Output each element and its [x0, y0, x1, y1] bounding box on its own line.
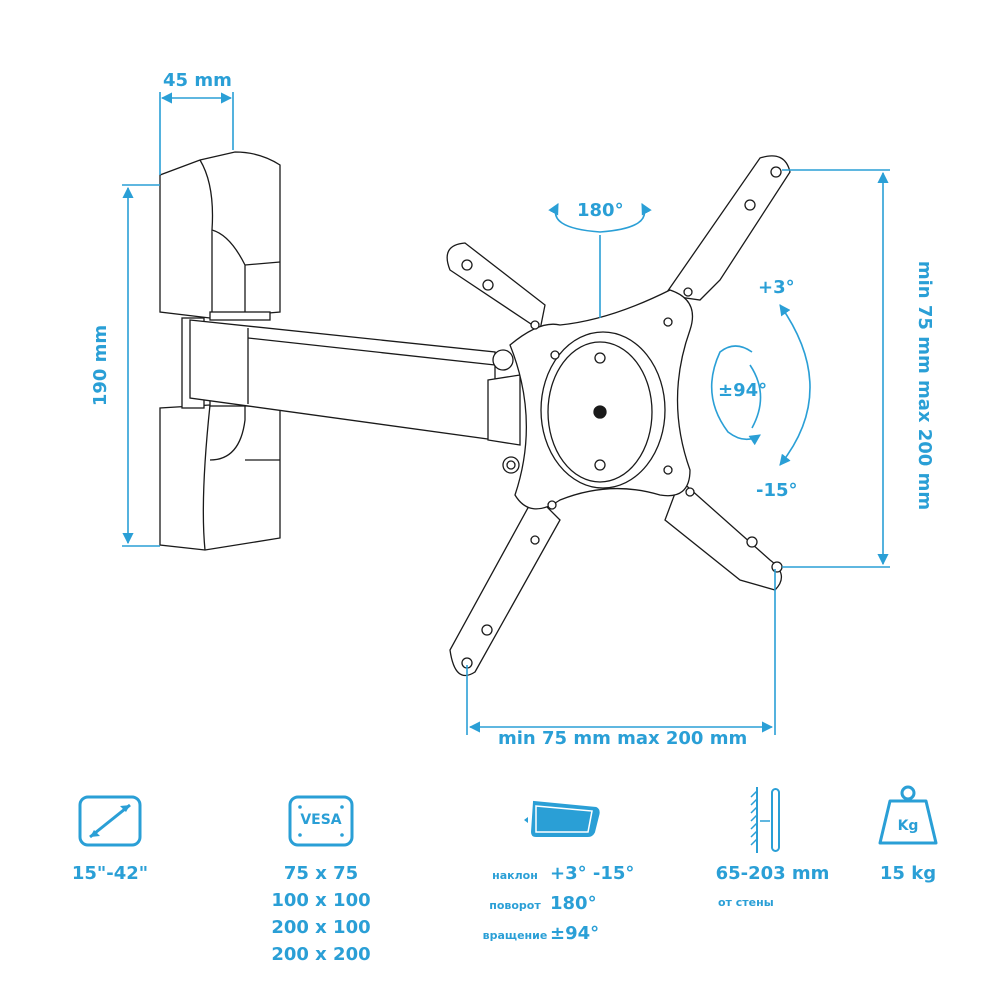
dimension-lines	[122, 92, 890, 735]
movement-row: наклон+3° -15°	[492, 863, 635, 884]
vesa-icon	[288, 795, 354, 847]
vesa-size: 75 x 75	[283, 863, 359, 884]
vesa-size: 100 x 100	[271, 890, 371, 911]
weight-icon	[878, 785, 938, 845]
vesa-size: 200 x 100	[271, 917, 371, 938]
movement-row: вращение±94°	[482, 923, 600, 944]
vesa-size: 200 x 200	[271, 944, 371, 965]
wall-distance-label: от стены	[718, 896, 774, 909]
tilt-swivel-icon	[524, 800, 600, 837]
wall-distance-icon	[750, 787, 780, 853]
vesa-vertical-dimension: min 75 mm max 200 mm	[914, 260, 936, 511]
weight-icon-text: Kg	[897, 818, 919, 834]
screen-size-icon	[78, 795, 142, 847]
wall-bracket	[159, 151, 521, 551]
depth-dimension: 45 mm	[163, 70, 232, 91]
vesa-icon-text: VESA	[300, 812, 342, 828]
vesa-sizes: 75 x 75 100 x 100 200 x 100 200 x 200	[261, 860, 381, 968]
tilt-up-label: +3°	[758, 277, 795, 298]
wall-distance-value: 65-203 mm	[715, 863, 830, 884]
max-load-value: 15 kg	[879, 863, 937, 884]
vesa-plate	[446, 155, 791, 677]
swivel-label: 180°	[577, 200, 624, 221]
screen-size-value: 15"-42"	[71, 863, 149, 884]
rotation-label: ±94°	[718, 380, 768, 401]
tilt-down-label: -15°	[756, 480, 798, 501]
height-dimension: 190 mm	[90, 324, 112, 407]
vesa-horizontal-dimension: min 75 mm max 200 mm	[498, 728, 748, 749]
